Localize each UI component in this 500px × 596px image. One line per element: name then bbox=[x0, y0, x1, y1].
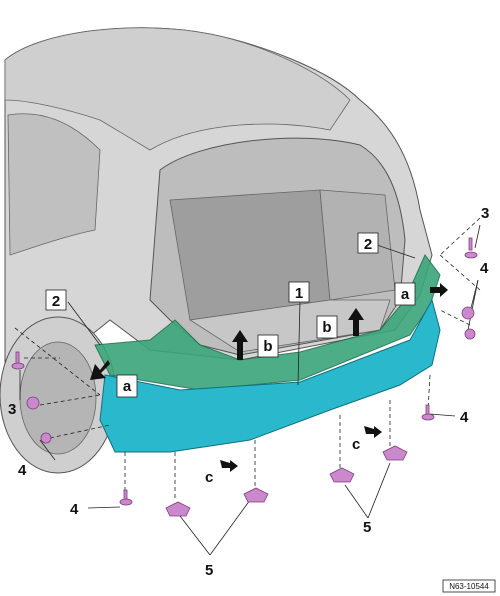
callout-2-left: 2 bbox=[45, 289, 67, 311]
screw-right-icon bbox=[464, 237, 478, 259]
callout-5-right: 5 bbox=[363, 519, 371, 536]
bumper-guide bbox=[94, 254, 441, 391]
leader-lines bbox=[14, 217, 481, 556]
nut-2-icon bbox=[243, 487, 269, 503]
figure-reference: N63-10544 bbox=[442, 579, 496, 593]
step-a-left: a bbox=[116, 374, 138, 398]
move-arrow-c-right bbox=[364, 426, 382, 438]
nut-1-icon bbox=[165, 501, 191, 517]
callout-4-right: 4 bbox=[480, 260, 489, 277]
callout-1-label: 1 bbox=[295, 285, 303, 302]
move-arrow-a-left bbox=[90, 360, 110, 380]
step-b-left: b bbox=[257, 334, 279, 358]
clip-bottom-left-icon bbox=[119, 489, 133, 506]
callout-3-right: 3 bbox=[481, 205, 489, 222]
callout-1: 1 bbox=[288, 281, 310, 303]
clip-right-lower-icon bbox=[464, 328, 476, 340]
callout-4-bottom-left: 4 bbox=[70, 501, 79, 518]
move-arrow-c-left bbox=[220, 460, 238, 472]
clip-left-lower-icon bbox=[40, 432, 52, 444]
clip-left-upper-icon bbox=[26, 396, 40, 410]
clip-bottom-right-icon bbox=[421, 404, 435, 421]
move-arrow-b-left bbox=[232, 330, 248, 360]
clip-right-upper-icon bbox=[461, 306, 475, 320]
bumper-cover bbox=[99, 298, 441, 453]
callout-2-left-label: 2 bbox=[52, 293, 60, 310]
move-arrow-b-right bbox=[348, 308, 364, 336]
callout-2-right: 2 bbox=[357, 232, 379, 254]
callout-2-right-label: 2 bbox=[364, 236, 372, 253]
callout-3-left: 3 bbox=[8, 401, 16, 418]
screw-left-icon bbox=[11, 351, 25, 370]
callout-5-left: 5 bbox=[205, 562, 213, 579]
step-c-left: c bbox=[205, 469, 213, 486]
nut-4-icon bbox=[382, 445, 408, 461]
figure-reference-label: N63-10544 bbox=[449, 582, 489, 591]
nut-3-icon bbox=[329, 467, 355, 483]
car-body bbox=[0, 27, 433, 474]
step-a-right: a bbox=[394, 282, 416, 306]
step-c-right: c bbox=[352, 436, 360, 453]
move-arrow-a-right bbox=[430, 283, 448, 297]
step-a-left-label: a bbox=[123, 378, 132, 395]
callout-4-left: 4 bbox=[18, 462, 27, 479]
step-b-right: b bbox=[316, 315, 338, 339]
step-a-right-label: a bbox=[401, 286, 410, 303]
callout-4-bottom-right: 4 bbox=[460, 409, 469, 426]
step-b-left-label: b bbox=[263, 338, 272, 355]
step-b-right-label: b bbox=[322, 319, 331, 336]
